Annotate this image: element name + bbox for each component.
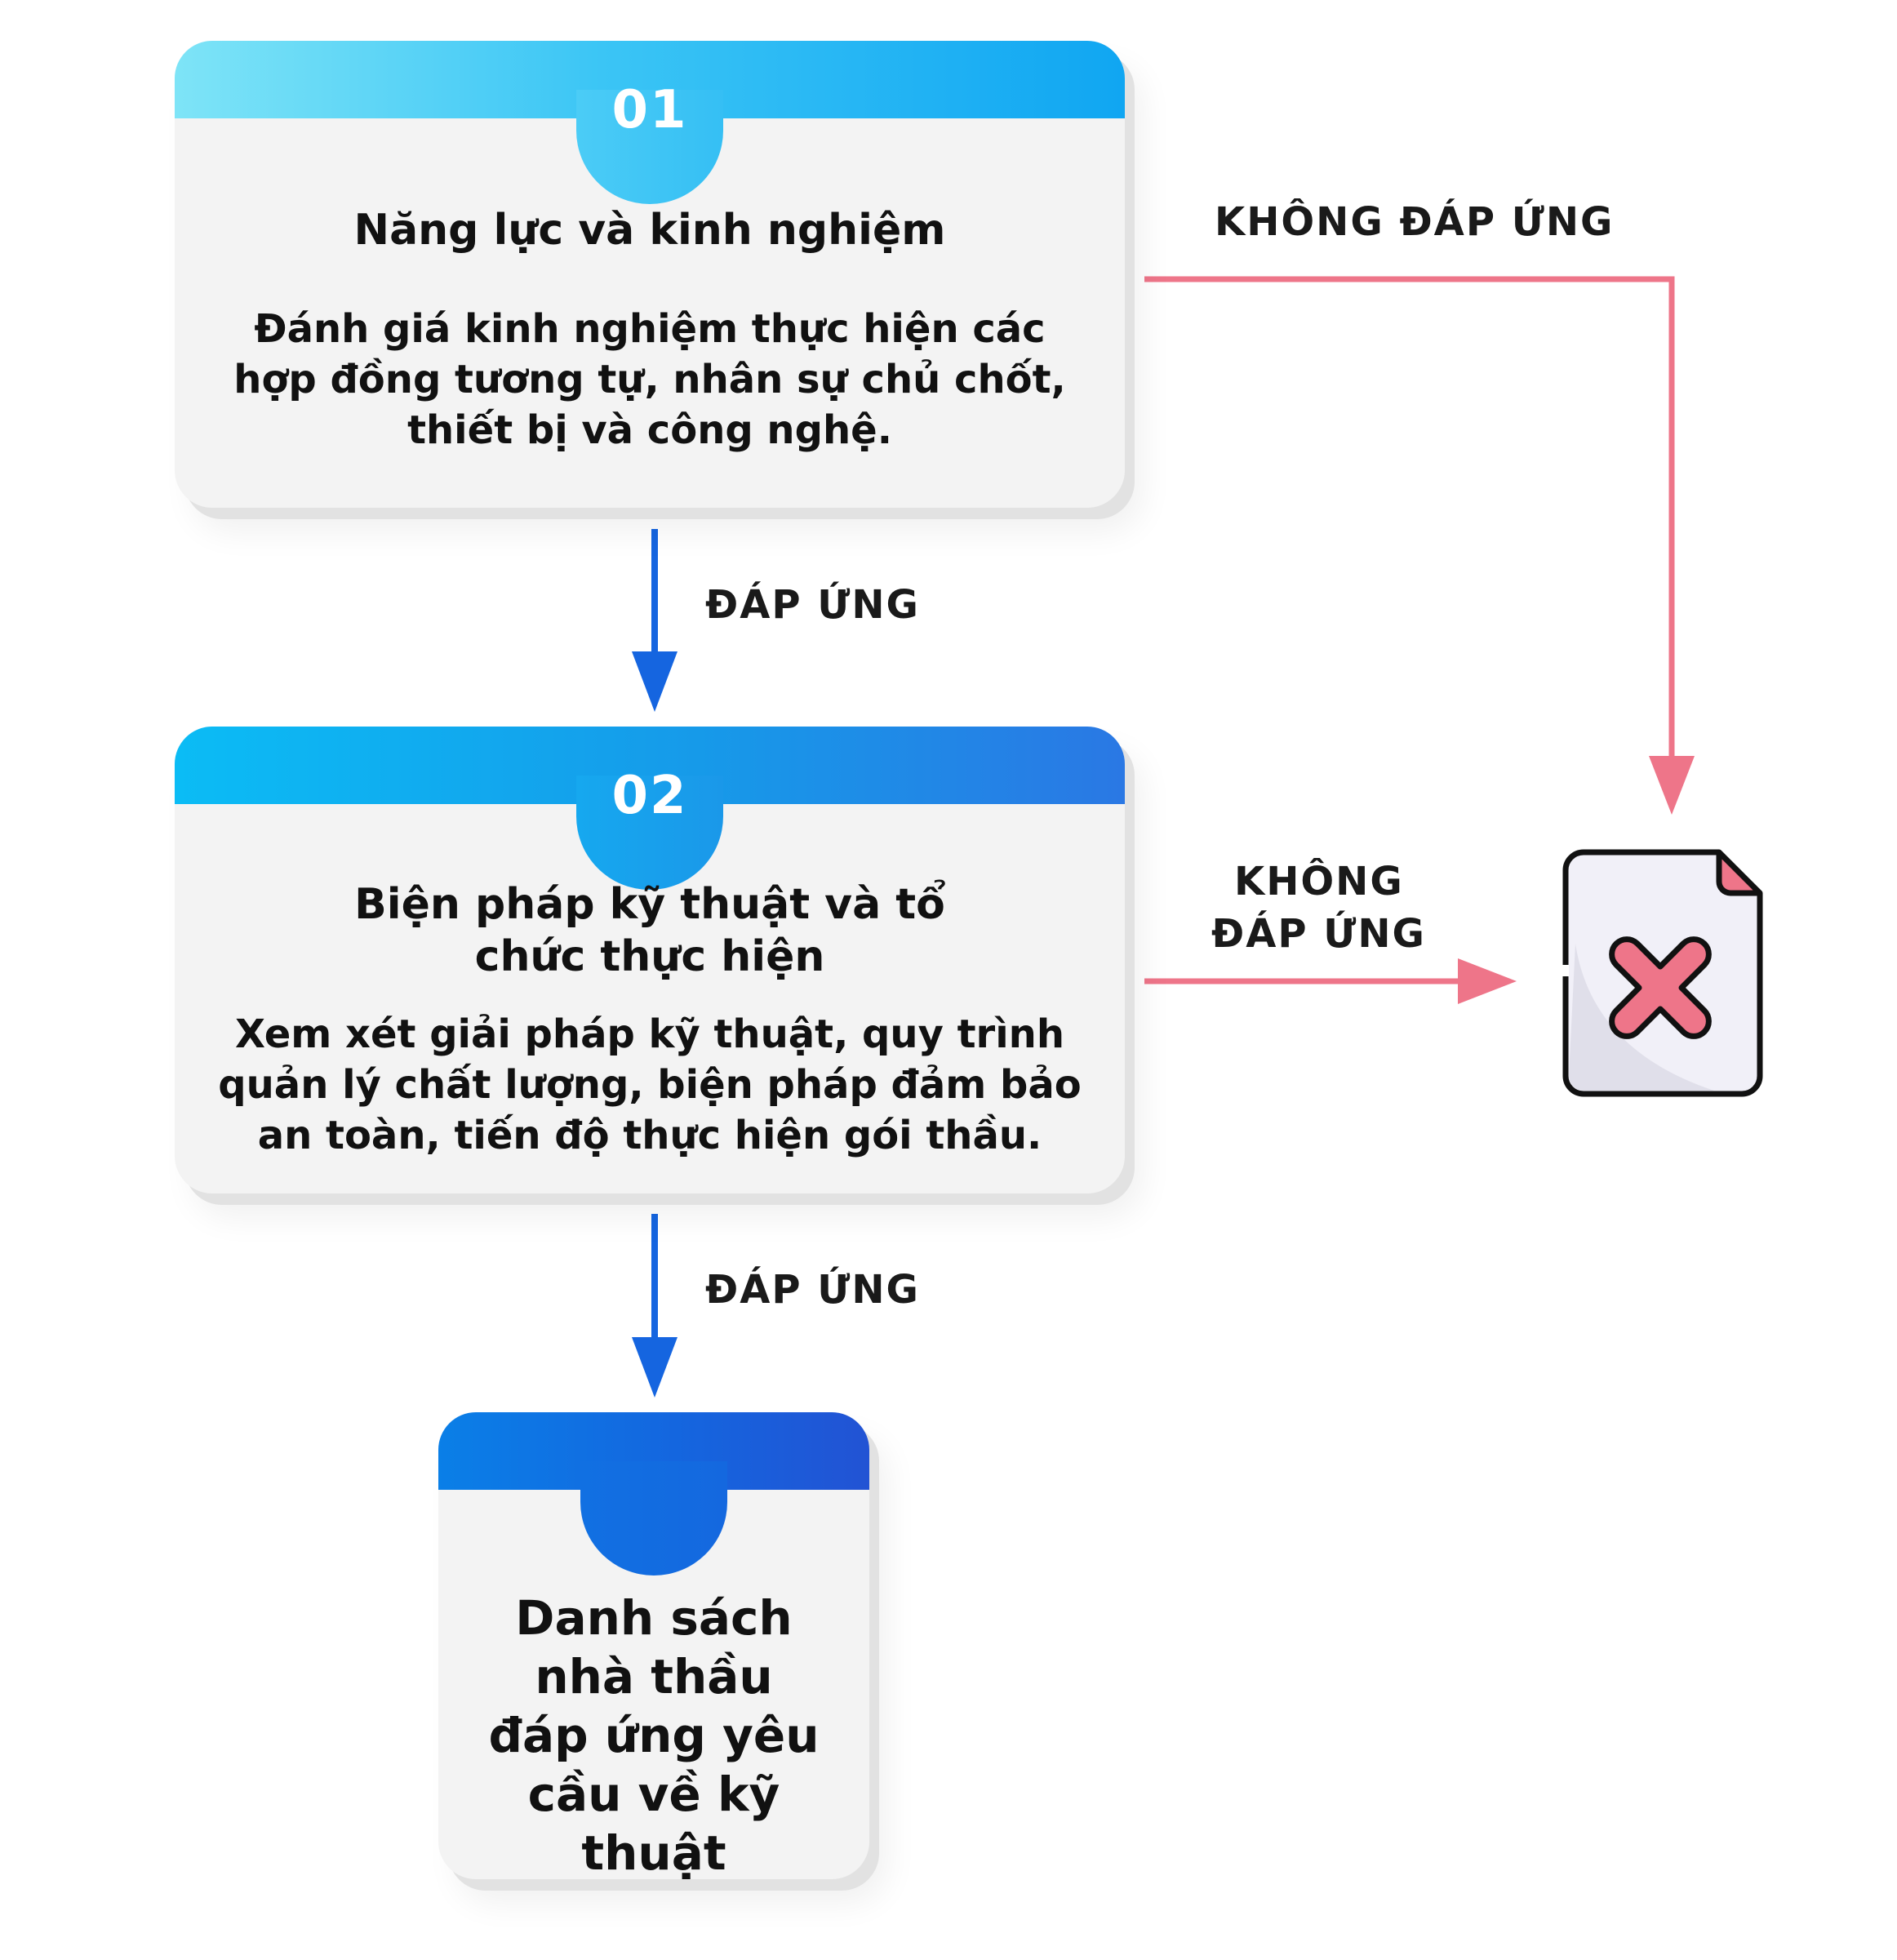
fail-arrowhead-2: [1458, 958, 1517, 1004]
step-title: Năng lực và kinh nghiệm: [353, 206, 946, 255]
result-text: Danh sách nhà thầu đáp ứng yêu cầu về kỹ…: [488, 1590, 820, 1879]
result-card-notch: [580, 1461, 727, 1576]
pass-arrowhead-2: [632, 1337, 678, 1398]
pass-label-1: ĐÁP ỨNG: [705, 582, 920, 628]
step-description: Xem xét giải pháp kỹ thuật, quy trình qu…: [218, 1011, 1082, 1158]
fail-arrow-1: [1144, 276, 1675, 769]
fail-label-1: KHÔNG ĐÁP ỨNG: [1215, 199, 1615, 245]
step-number: 02: [611, 766, 688, 826]
step-description: Đánh giá kinh nghiệm thực hiện các hợp đ…: [233, 306, 1066, 453]
step-card-02: 02 Biện pháp kỹ thuật và tổ chức thực hi…: [175, 727, 1125, 1193]
step-title: Biện pháp kỹ thuật và tổ chức thực hiện: [354, 880, 945, 981]
pass-arrowhead-1: [632, 651, 678, 712]
step-number-notch: [576, 90, 723, 204]
fail-label-2-line2: ĐÁP ỨNG: [1211, 911, 1426, 957]
fail-arrowhead-1: [1649, 756, 1695, 815]
pass-label-2: ĐÁP ỨNG: [705, 1267, 920, 1313]
step-card-01: 01 Năng lực và kinh nghiệm Đánh giá kinh…: [175, 41, 1125, 508]
x-mark-icon: [1609, 936, 1712, 1039]
rejected-document-icon: [1562, 849, 1763, 1097]
step-number-notch: [576, 776, 723, 890]
result-card: Danh sách nhà thầu đáp ứng yêu cầu về kỹ…: [438, 1412, 869, 1879]
step-number: 01: [611, 80, 688, 140]
fail-label-2-line1: KHÔNG: [1234, 859, 1404, 904]
